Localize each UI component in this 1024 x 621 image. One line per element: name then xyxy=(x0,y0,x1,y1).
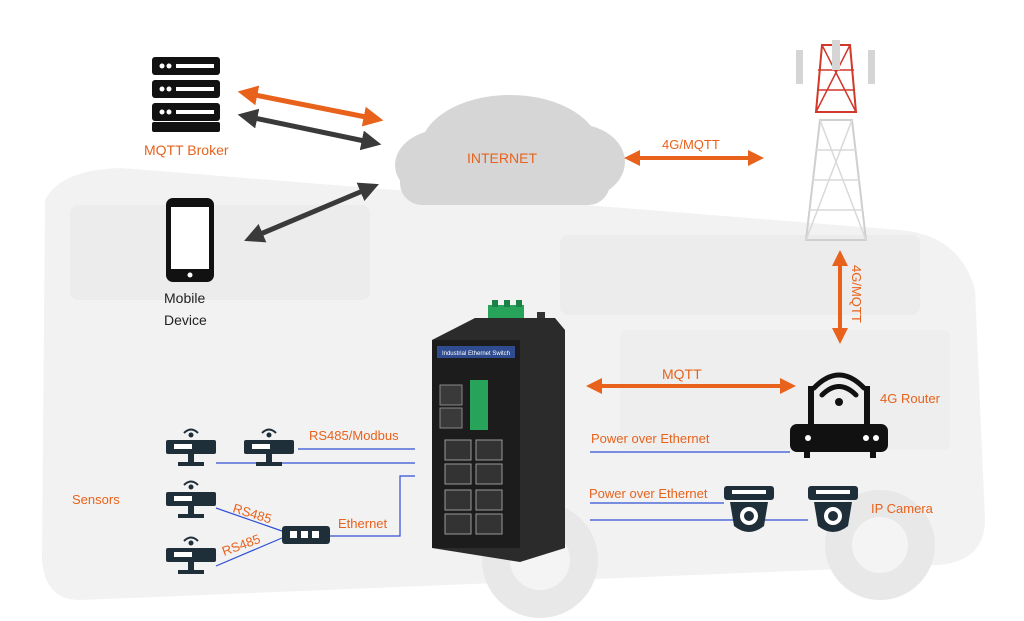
modbus-link-label: RS485/Modbus xyxy=(309,428,399,443)
internet-label: INTERNET xyxy=(467,150,537,166)
wifi-router-icon xyxy=(790,372,888,458)
poe-router-link-label: Power over Ethernet xyxy=(591,431,710,446)
camera-label: IP Camera xyxy=(871,501,933,516)
smartphone-icon xyxy=(166,198,214,282)
ethernet-link-label: Ethernet xyxy=(338,516,388,531)
poe-camera-link-label: Power over Ethernet xyxy=(589,486,708,501)
sensor-device-icon xyxy=(166,428,294,574)
broker-internet-arrow-dark xyxy=(237,108,382,151)
svg-text:Industrial Ethernet Switch: Industrial Ethernet Switch xyxy=(442,351,510,357)
broker-internet-arrow-orange xyxy=(237,85,384,127)
serial-gateway-icon xyxy=(282,526,330,544)
industrial-ethernet-switch-icon: Industrial Ethernet Switch xyxy=(432,300,565,562)
router-label: 4G Router xyxy=(880,391,940,406)
switch-router-link-label: MQTT xyxy=(662,366,702,382)
tower-router-link-label: 4G/MQTT xyxy=(849,265,864,323)
dome-camera-icon xyxy=(724,486,858,532)
server-rack-icon xyxy=(152,57,220,132)
mobile-device-label-line1: Mobile xyxy=(164,290,206,306)
cloud-icon xyxy=(395,95,625,205)
cell-tower-icon xyxy=(796,40,875,241)
mqtt-broker-label: MQTT Broker xyxy=(144,142,229,158)
network-cables xyxy=(215,448,808,567)
mobile-device-label-line2: Device xyxy=(164,312,207,328)
phone-internet-arrow xyxy=(244,182,379,243)
internet-tower-link-label: 4G/MQTT xyxy=(662,137,720,152)
sensors-label: Sensors xyxy=(72,492,120,507)
